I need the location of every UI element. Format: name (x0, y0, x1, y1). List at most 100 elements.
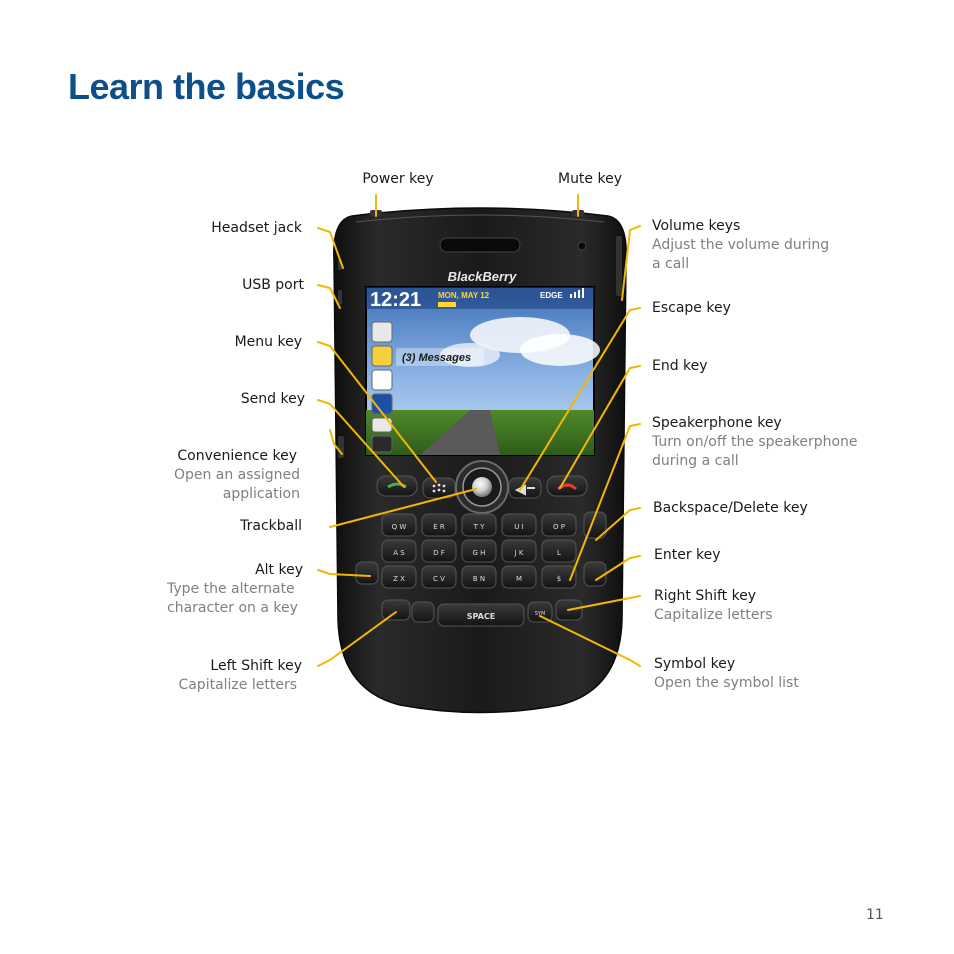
enter-key[interactable] (583, 561, 607, 587)
signal-icon (570, 288, 584, 298)
callout-convenience: Convenience key Open an assigned applica… (140, 447, 300, 504)
keyboard-key-label: T Y (473, 523, 486, 531)
callout-backspace-title: Backspace/Delete key (653, 500, 808, 516)
keyboard-key[interactable] (541, 539, 577, 563)
callout-line-speaker (569, 423, 641, 581)
screen-network: EDGE (540, 291, 563, 300)
callout-mute: Mute key (540, 170, 640, 189)
callout-escape: Escape key (652, 299, 731, 318)
callout-line-symbol (539, 615, 641, 667)
callout-mute-title: Mute key (557, 171, 622, 187)
keyboard-key[interactable] (501, 513, 537, 537)
callout-volume-title: Volume keys (652, 218, 741, 234)
keyboard-key-label: U I (514, 523, 523, 531)
callout-rightshift-title: Right Shift key (654, 588, 757, 604)
keyboard-key-label: J K (514, 549, 524, 557)
keyboard-key-label: O P (553, 523, 565, 531)
callout-convenience-desc2: application (222, 486, 300, 502)
keyboard-key-label: Z X (393, 575, 405, 583)
callout-menu: Menu key (150, 333, 302, 352)
callout-menu-title: Menu key (234, 334, 302, 350)
left-shift-key[interactable] (381, 599, 411, 621)
callout-trackball: Trackball (150, 517, 302, 536)
app-icons-column (371, 321, 393, 453)
menu-icon (432, 483, 446, 493)
page-title: Learn the basics (68, 66, 345, 107)
callout-alt-desc: Type the alternate character on a key (167, 580, 307, 618)
keyboard-key[interactable] (461, 565, 497, 589)
keyboard-key[interactable] (381, 513, 417, 537)
screen-time: 12:21 (370, 289, 421, 311)
callout-line-backspace (595, 507, 641, 541)
callout-end: End key (652, 357, 708, 376)
page-number: 11 (866, 907, 884, 923)
callout-end-title: End key (652, 358, 708, 374)
callout-leftshift-desc1: Capitalize letters (178, 677, 297, 693)
keyboard-key-label: G H (473, 549, 486, 557)
callout-escape-title: Escape key (652, 300, 731, 316)
keyboard-key[interactable] (501, 565, 537, 589)
volume-keys[interactable] (616, 236, 622, 296)
keyboard-key-label: Q W (392, 523, 407, 531)
callout-line-trackball (329, 488, 477, 528)
callout-line-volume (621, 225, 641, 301)
blackberry-device: BlackBerry 12:21 MON, MAY 12 EDGE (333, 207, 627, 714)
callout-send-title: Send key (240, 391, 305, 407)
callout-volume-desc1: Adjust the volume during (652, 237, 830, 253)
callout-line-usb (317, 284, 341, 309)
symbol-key[interactable] (527, 601, 553, 623)
convenience-key[interactable] (338, 436, 344, 458)
keyboard-key[interactable] (541, 513, 577, 537)
keyboard-key[interactable] (421, 513, 457, 537)
callout-trackball-title: Trackball (240, 518, 302, 534)
keyboard-key-label: D F (433, 549, 445, 557)
callout-speaker-title: Speakerphone key (652, 415, 782, 431)
space-label: SPACE (467, 612, 495, 621)
keyboard-key[interactable] (541, 565, 577, 589)
keyboard-key[interactable] (461, 539, 497, 563)
callout-line-menu (317, 341, 437, 483)
zero-mic-key[interactable] (411, 601, 435, 623)
space-key[interactable] (437, 603, 525, 627)
headset-jack (338, 260, 342, 270)
usb-port (338, 290, 342, 304)
keyboard-key[interactable] (381, 565, 417, 589)
callout-line-end (559, 365, 641, 489)
keyboard-key[interactable] (421, 539, 457, 563)
callout-leftshift: Left Shift key Capitalize letters (140, 657, 302, 695)
trackball[interactable] (472, 477, 492, 497)
callout-symbol-title: Symbol key (654, 656, 736, 672)
callout-alt-desc2: character on a key (167, 600, 298, 616)
callout-rightshift-desc1: Capitalize letters (654, 607, 773, 623)
callout-line-rightshift (567, 595, 641, 611)
keyboard-key-label: $ (557, 575, 561, 583)
screen-date: MON, MAY 12 (438, 291, 490, 300)
callout-speaker: Speakerphone key Turn on/off the speaker… (652, 414, 858, 471)
keyboard-key-label: M (516, 575, 522, 583)
callout-headset-title: Headset jack (211, 220, 302, 236)
keyboard-key[interactable] (381, 539, 417, 563)
keyboard-key[interactable] (501, 539, 537, 563)
top-row-keys (376, 460, 588, 514)
callout-lines (317, 194, 641, 667)
keyboard-key-label: A S (393, 549, 405, 557)
keyboard-key[interactable] (461, 513, 497, 537)
callout-line-leftshift (317, 611, 397, 667)
callout-usb-title: USB port (242, 277, 304, 293)
callout-leftshift-title: Left Shift key (210, 658, 302, 674)
callout-convenience-title: Convenience key (177, 448, 297, 464)
keyboard-key-label: C V (433, 575, 445, 583)
keyboard-key[interactable] (421, 565, 457, 589)
alt-key[interactable] (355, 561, 379, 585)
callout-enter-title: Enter key (654, 547, 721, 563)
screen-notification: (3) Messages (402, 352, 471, 364)
callout-enter: Enter key (654, 546, 721, 565)
callout-send: Send key (150, 390, 305, 409)
callout-power: Power key (348, 170, 448, 189)
callout-volume: Volume keys Adjust the volume during a c… (652, 217, 829, 274)
callout-alt: Alt key (140, 561, 303, 580)
send-key[interactable] (376, 475, 418, 497)
callout-backspace: Backspace/Delete key (653, 499, 808, 518)
callout-line-convenience (329, 429, 343, 455)
